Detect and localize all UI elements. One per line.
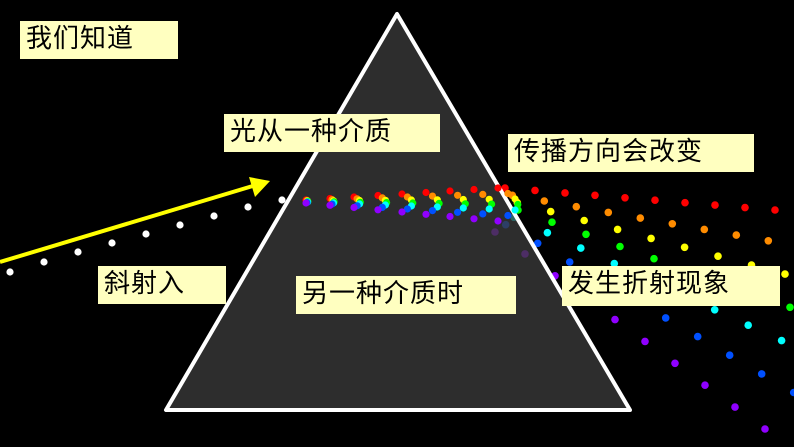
incident-dot — [74, 248, 82, 256]
spectrum-dot — [671, 359, 679, 368]
spectrum-dot — [577, 244, 585, 252]
spectrum-dot — [616, 242, 624, 251]
label-we-know: 我们知道 — [20, 21, 178, 59]
spectrum-dot — [479, 210, 487, 218]
incident-dot — [278, 196, 286, 204]
incident-dot — [176, 221, 184, 229]
spectrum-dot — [651, 196, 659, 204]
spectrum-dot — [604, 208, 613, 217]
spectrum-dot — [764, 237, 773, 245]
spectrum-dot — [636, 214, 645, 222]
incident-arrow — [0, 177, 270, 264]
spectrum-dot — [504, 189, 512, 198]
incident-dot — [6, 268, 14, 276]
label-refraction-occurs: 发生折射现象 — [562, 266, 780, 306]
spectrum-dot — [681, 198, 689, 207]
spectrum-dot — [771, 206, 779, 214]
incident-dot — [108, 239, 116, 247]
spectrum-dot — [533, 239, 542, 248]
incident-dot — [142, 230, 150, 238]
incident-light-dots — [6, 196, 286, 276]
spectrum-dot — [514, 200, 522, 209]
spectrum-dot — [565, 258, 574, 266]
spectrum-dot — [741, 203, 749, 212]
spectrum-dot — [374, 206, 382, 214]
spectrum-dot — [398, 190, 406, 198]
spectrum-dot — [470, 185, 478, 194]
spectrum-dot — [470, 215, 478, 223]
spectrum-dot — [613, 225, 622, 234]
spectrum-dot — [572, 202, 581, 211]
spectrum-dot — [459, 204, 467, 212]
spectrum-dot — [650, 254, 658, 263]
spectrum-dot — [454, 191, 462, 199]
spectrum-dot — [661, 314, 670, 322]
spectrum-dot — [591, 191, 599, 200]
spectrum-dot — [501, 184, 509, 192]
spectrum-dot — [403, 205, 411, 213]
spectrum-dot — [711, 201, 719, 209]
spectrum-dot — [398, 208, 406, 216]
spectrum-dot — [543, 228, 552, 237]
spectrum-dot — [701, 381, 709, 390]
label-oblique-incidence: 斜射入 — [98, 266, 226, 304]
spectrum-dot — [428, 207, 437, 215]
spectrum-dot — [710, 306, 719, 314]
spectrum-dot — [326, 201, 334, 209]
spectrum-dot — [611, 315, 619, 324]
spectrum-dot — [561, 189, 569, 197]
spectrum-dot — [302, 199, 310, 207]
incident-dot — [210, 212, 218, 220]
spectrum-dot — [610, 259, 619, 268]
spectrum-dot — [761, 425, 769, 433]
spectrum-dot — [641, 337, 649, 346]
spectrum-dot — [693, 332, 702, 341]
spectrum-dot — [777, 336, 786, 345]
spectrum-dot — [714, 252, 722, 260]
spectrum-dot — [668, 220, 677, 228]
spectrum-dot — [548, 218, 556, 226]
spectrum-dot — [485, 205, 493, 213]
spectrum-dot — [479, 190, 487, 198]
spectrum-dot — [732, 231, 741, 239]
spectrum-dot — [680, 243, 689, 252]
spectrum-dot — [757, 370, 766, 378]
label-another-medium: 另一种介质时 — [296, 276, 516, 314]
label-light-from-medium: 光从一种介质 — [224, 114, 440, 152]
spectrum-dot — [781, 270, 789, 278]
spectrum-dot — [494, 217, 502, 225]
spectrum-dot — [546, 207, 555, 216]
inner-spectrum — [302, 184, 522, 225]
spectrum-dot — [454, 208, 462, 216]
spectrum-dot — [422, 188, 430, 197]
spectrum-dot — [725, 351, 734, 360]
spectrum-dot — [531, 186, 539, 195]
spectrum-dot — [621, 194, 629, 202]
label-direction-changes: 传播方向会改变 — [508, 134, 754, 172]
spectrum-dot — [540, 197, 549, 205]
spectrum-dot — [446, 212, 454, 221]
spectrum-dot — [582, 230, 590, 239]
spectrum-dot — [786, 303, 794, 312]
spectrum-dot — [511, 195, 519, 203]
spectrum-dot — [700, 225, 709, 234]
incident-dot — [40, 258, 48, 266]
spectrum-dot — [789, 388, 794, 397]
spectrum-dot — [580, 216, 588, 225]
spectrum-dot — [494, 184, 502, 192]
spectrum-dot — [647, 234, 655, 243]
spectrum-dot — [422, 210, 430, 218]
spectrum-dot — [350, 203, 358, 212]
spectrum-dot — [511, 206, 519, 214]
spectrum-dot — [504, 211, 512, 220]
spectrum-dot — [731, 403, 739, 411]
incident-dot — [244, 203, 252, 211]
spectrum-dot — [744, 321, 752, 330]
spectrum-dot — [446, 187, 454, 195]
